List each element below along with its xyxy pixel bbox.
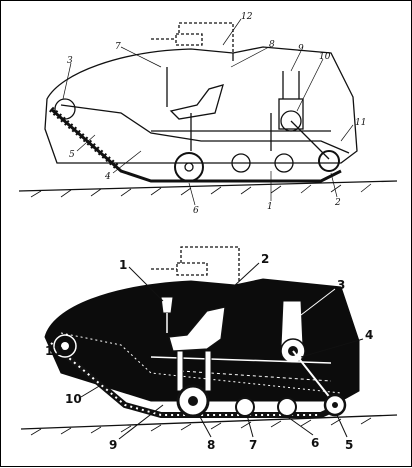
top-label-9: 9 <box>298 44 304 54</box>
top-labels: 12 7 8 9 10 3 5 4 6 1 2 11 <box>67 12 366 216</box>
top-label-3: 3 <box>67 56 73 66</box>
bottom-sprocket-hub <box>332 402 338 408</box>
bottom-track-links <box>50 342 321 416</box>
top-dashed-gun <box>175 33 203 46</box>
bottom-road-wheel <box>235 397 255 417</box>
bottom-leader-4 <box>300 338 364 358</box>
bottom-label-10: 10 <box>65 392 82 406</box>
top-road-wheel <box>231 153 251 173</box>
bottom-label-2: 2 <box>261 252 269 266</box>
bottom-leader-3 <box>300 288 336 316</box>
bottom-lever <box>160 296 174 314</box>
top-road-wheel-2 <box>274 153 294 173</box>
top-leader-12 <box>222 18 242 46</box>
top-leader-10 <box>296 58 324 112</box>
top-leader-6 <box>188 182 196 206</box>
top-road-wheel-large <box>174 152 204 182</box>
top-label-11: 11 <box>355 118 366 128</box>
bottom-track-upper <box>60 332 342 394</box>
top-leader-11 <box>340 124 354 142</box>
bottom-road-wheel-2 <box>277 397 297 417</box>
bottom-leader-1 <box>128 266 164 302</box>
top-track-upper <box>60 104 350 154</box>
top-road-wheel-hub <box>184 162 194 172</box>
top-leader-4 <box>112 150 142 174</box>
bottom-labels: 1 2 3 4 11 10 9 8 7 6 5 <box>45 252 373 452</box>
bottom-dashed-turret <box>180 246 240 281</box>
bottom-ground-line <box>20 414 398 430</box>
top-label-12: 12 <box>241 12 253 22</box>
top-label-7: 7 <box>115 42 121 52</box>
bottom-label-6: 6 <box>311 436 319 450</box>
bottom-leader-8 <box>198 414 212 438</box>
top-hull-outline <box>44 46 358 164</box>
bottom-strut-2 <box>204 350 212 392</box>
bottom-leader-5 <box>336 414 348 438</box>
bottom-label-9: 9 <box>109 438 117 452</box>
bottom-ground-hatch <box>30 417 372 436</box>
bottom-leader-7 <box>246 414 254 438</box>
bottom-leader-11 <box>60 346 64 352</box>
top-idler-wheel <box>54 98 76 120</box>
bottom-label-7: 7 <box>249 438 257 452</box>
top-label-5: 5 <box>69 150 75 160</box>
top-tank-drawing <box>18 18 398 206</box>
top-ground-line <box>18 180 398 192</box>
bottom-label-5: 5 <box>345 438 353 452</box>
bottom-label-8: 8 <box>207 438 215 452</box>
top-label-1: 1 <box>267 202 273 212</box>
bottom-road-wheel-hub <box>188 396 198 406</box>
bottom-label-3: 3 <box>337 278 345 292</box>
bottom-idler-hub <box>61 342 69 350</box>
top-dashed-turret <box>178 22 234 53</box>
bottom-label-1: 1 <box>119 258 127 272</box>
bottom-leader-9 <box>118 404 164 440</box>
top-label-10: 10 <box>319 52 331 62</box>
bottom-leader-10 <box>80 384 102 398</box>
top-label-4: 4 <box>104 172 111 182</box>
bottom-leader-2 <box>232 262 260 288</box>
top-leader-3 <box>62 62 72 100</box>
top-leader-8 <box>230 46 270 68</box>
top-leader-9 <box>290 50 302 72</box>
top-label-8: 8 <box>269 40 275 50</box>
top-leader-7 <box>120 46 162 68</box>
top-leader-2 <box>330 172 338 198</box>
bottom-tank-drawing <box>20 246 398 440</box>
top-engine <box>278 98 304 130</box>
bottom-dashed-gun <box>176 262 208 276</box>
top-leader-5 <box>76 134 96 152</box>
top-drive-sprocket <box>318 150 340 172</box>
top-seat <box>169 84 224 120</box>
top-label-6: 6 <box>193 206 199 216</box>
top-track-lower <box>50 107 342 183</box>
bottom-strut <box>176 350 184 392</box>
top-ground-hatch <box>30 183 372 198</box>
top-label-2: 2 <box>334 198 341 208</box>
bottom-leader-6 <box>284 414 314 436</box>
bottom-label-11: 11 <box>45 344 62 358</box>
bottom-label-4: 4 <box>365 328 373 342</box>
